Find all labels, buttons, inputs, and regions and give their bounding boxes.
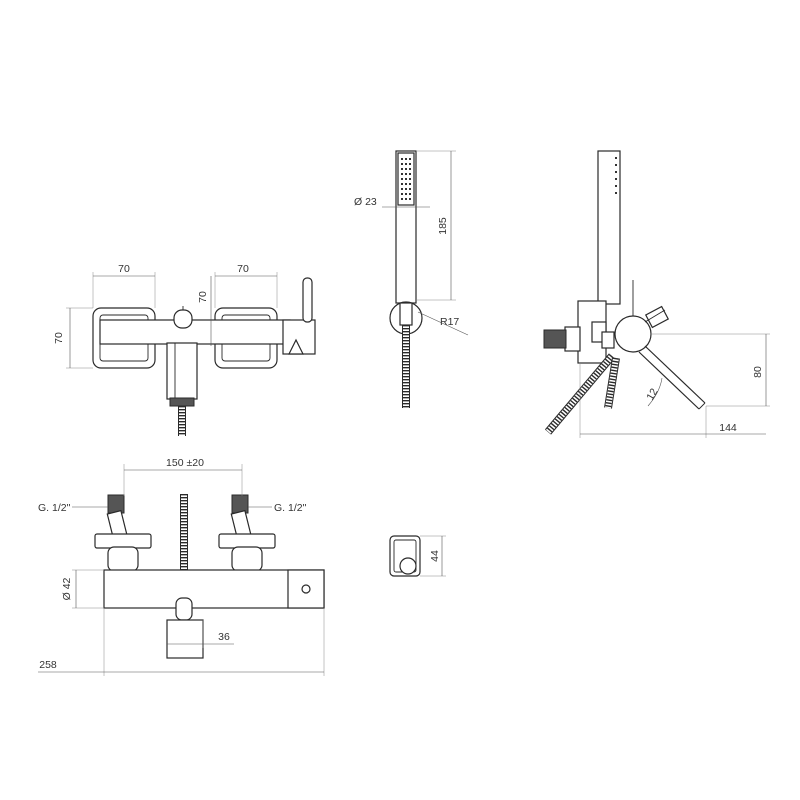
front-diverter-knob — [173, 309, 193, 329]
dim-radius-label: R17 — [440, 316, 459, 328]
dim-height-left-label: 70 — [53, 332, 65, 344]
top-body — [103, 569, 325, 609]
top-right-thread — [231, 494, 249, 514]
dim-arc-angle — [647, 377, 663, 407]
dim-spout-label: 36 — [218, 631, 230, 643]
front-body-bar — [99, 319, 291, 345]
dim-bracket-height-label: 44 — [429, 550, 441, 562]
top-left-flange — [94, 533, 152, 549]
dim-diameter-42-label: Ø 42 — [61, 577, 73, 600]
handshower-cone — [399, 302, 413, 326]
top-view: 150 ±20 G. 1/2" G. 1/2" Ø 42 36 258 — [38, 457, 325, 676]
thread-left-label: G. 1/2" — [38, 502, 71, 514]
top-right-eccentric — [230, 509, 252, 539]
top-right-flange — [218, 533, 276, 549]
top-cartridge-dot — [301, 584, 311, 594]
front-handle-notch — [288, 338, 304, 355]
handshower-view: Ø 23 185 R17 — [354, 150, 469, 408]
handshower-nozzles — [401, 158, 411, 200]
wall-bracket-view: 44 — [389, 535, 446, 577]
dim-centers-label: 150 ±20 — [166, 457, 204, 469]
front-view: 70 70 70 70 — [53, 263, 316, 436]
dim-top-left-label: 70 — [118, 263, 130, 275]
side-thread — [543, 329, 567, 349]
dim-length-label: 185 — [437, 217, 449, 235]
thread-right-label: G. 1/2" — [274, 502, 307, 514]
side-connector — [564, 326, 581, 352]
dim-top-right-label: 70 — [237, 263, 249, 275]
front-spout — [166, 342, 198, 400]
front-outlet-nut — [169, 397, 195, 407]
bracket-knob — [399, 557, 417, 575]
dim-depth-label: 144 — [719, 422, 737, 434]
dim-line-radius — [417, 311, 469, 336]
top-spout — [166, 619, 204, 659]
side-hose2 — [605, 357, 619, 409]
top-diverter — [175, 597, 193, 621]
top-right-union — [231, 546, 263, 572]
top-left-eccentric — [106, 509, 128, 539]
side-pipe — [601, 331, 615, 349]
side-nozzles — [615, 157, 617, 194]
top-left-thread — [107, 494, 125, 514]
side-spout-top — [644, 345, 706, 404]
dim-total-width-label: 258 — [39, 659, 57, 671]
dim-vertical-middle-label: 70 — [197, 291, 209, 303]
side-handshower — [597, 150, 621, 305]
front-lever — [302, 277, 313, 323]
side-spout-end — [698, 402, 706, 410]
side-spout-bottom — [638, 351, 700, 410]
side-lever-tip — [644, 305, 670, 329]
dim-angle-label: 12 — [644, 386, 660, 402]
dim-side-height-label: 80 — [752, 366, 764, 378]
top-left-union — [107, 546, 139, 572]
dim-diameter-label: Ø 23 — [354, 196, 377, 208]
side-view: 80 12 144 — [543, 150, 770, 438]
side-lever — [644, 309, 666, 323]
